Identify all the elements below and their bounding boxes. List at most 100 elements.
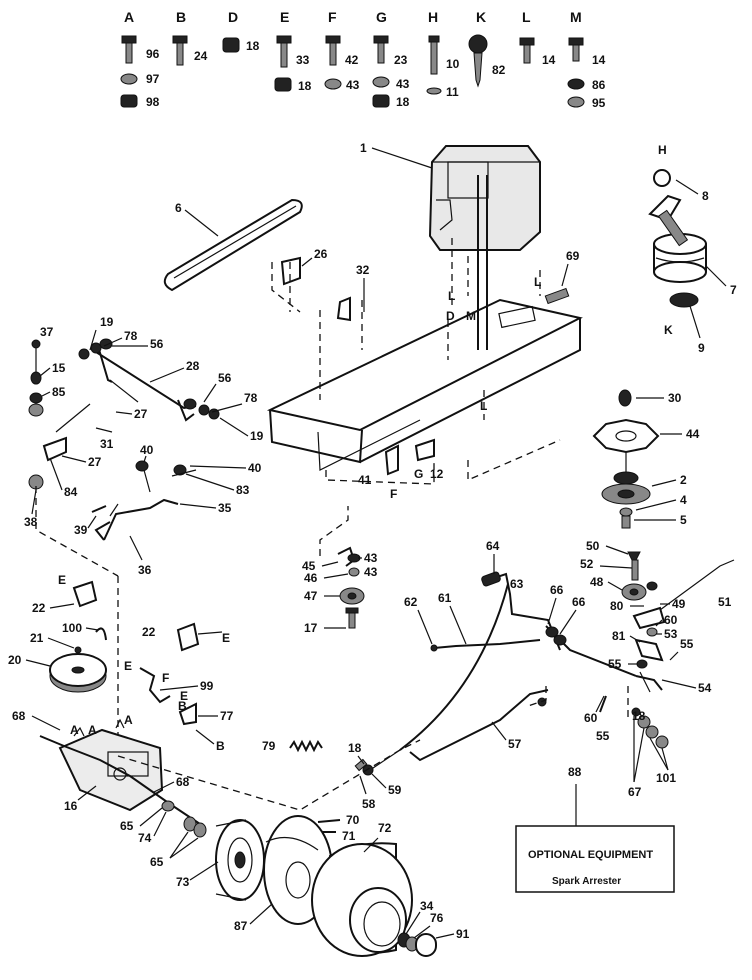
callout-64: 64 [486,539,500,553]
dashed-line [325,460,435,485]
callout-78: 78 [124,329,138,343]
letter-d: D [446,309,455,323]
callout-52: 52 [580,557,594,571]
callout-38: 38 [24,515,38,529]
legend-letter-a: A [124,9,134,25]
callout-73: 73 [176,875,190,889]
rear-wheel [215,819,265,901]
legend-e-18: 18 [298,79,312,93]
callout-46: 46 [304,571,318,585]
callout-22: 22 [142,625,156,639]
dashed-line [117,739,421,811]
engine-pulley [648,169,707,308]
bolt-icon [519,37,535,64]
callout-60: 60 [664,613,678,627]
callout-54: 54 [698,681,712,695]
legend-letter-d: D [228,9,238,25]
callout-65: 65 [150,855,164,869]
callout-99: 99 [200,679,214,693]
nut-icon [222,37,240,53]
callout-19: 19 [250,429,264,443]
legend-h-10: 10 [446,57,460,71]
transaxle [39,718,201,825]
letter-e: E [180,689,188,703]
bumper [95,627,107,641]
callout-17: 17 [304,621,318,635]
letter-a: A [88,723,97,737]
legend-f-42: 42 [345,53,359,67]
letter-e: E [58,573,66,587]
letter-e: E [124,659,132,673]
legend-letter-b: B [176,9,186,25]
callout-71: 71 [342,829,356,843]
transaxle-pulley [49,646,107,693]
callout-65: 65 [120,819,134,833]
callout-62: 62 [404,595,418,609]
legend-d-18: 18 [246,39,260,53]
legend-h-11: 11 [446,85,459,99]
callout-27: 27 [134,407,148,421]
letter-l: L [448,289,455,303]
bracket [414,438,435,462]
bracket [280,256,301,286]
bolt-icon [568,37,584,62]
spring [289,739,323,753]
callout-16: 16 [64,799,78,813]
callout-68: 68 [12,709,26,723]
callout-63: 63 [510,577,524,591]
callout-80: 80 [610,599,624,613]
callout-70: 70 [346,813,360,827]
control-rod [399,583,509,751]
legend-e-33: 33 [296,53,310,67]
callout-78: 78 [244,391,258,405]
callout-40: 40 [140,443,154,457]
pin [317,819,341,823]
optional-title: OPTIONAL EQUIPMENT [528,849,653,861]
letter-f: F [162,671,169,685]
callout-30: 30 [668,391,682,405]
letter-g: G [414,467,423,481]
washer-icon [193,822,207,838]
callout-15: 15 [52,361,66,375]
legend-g-23: 23 [394,53,408,67]
callout-8: 8 [702,189,709,203]
tire-tube [311,842,413,957]
bolt-icon [172,35,188,66]
legend-g-18: 18 [396,95,410,109]
callout-20: 20 [8,653,22,667]
callout-45: 45 [302,559,316,573]
bracket [139,667,171,704]
leader-line [371,147,433,169]
callout-22: 22 [32,601,46,615]
callout-40: 40 [248,461,262,475]
callout-43: 43 [364,565,378,579]
bracket [336,296,351,322]
callout-18: 18 [632,709,646,723]
callout-31: 31 [100,437,114,451]
callout-1: 1 [360,141,367,155]
callout-84: 84 [64,485,78,499]
screw-icon [468,34,488,88]
letter-b: B [216,739,225,753]
callout-6: 6 [175,201,182,215]
callout-2: 2 [680,473,687,487]
callout-4: 4 [680,493,687,507]
optional-number: 88 [568,765,582,779]
legend-letter-k: K [476,9,486,25]
optional-subtitle: Spark Arrester [552,876,621,887]
brake-linkage [28,338,220,541]
callout-28: 28 [186,359,200,373]
control-rod [409,689,549,762]
letter-m: M [466,309,476,323]
letter-a: A [124,713,133,727]
callout-19: 19 [100,315,114,329]
callout-48: 48 [590,575,604,589]
callout-68: 68 [176,775,190,789]
dashed-line [467,439,561,481]
washer-icon [567,96,585,108]
callout-21: 21 [30,631,44,645]
legend-letter-g: G [376,9,387,25]
callout-58: 58 [362,797,376,811]
callout-101: 101 [656,771,676,785]
